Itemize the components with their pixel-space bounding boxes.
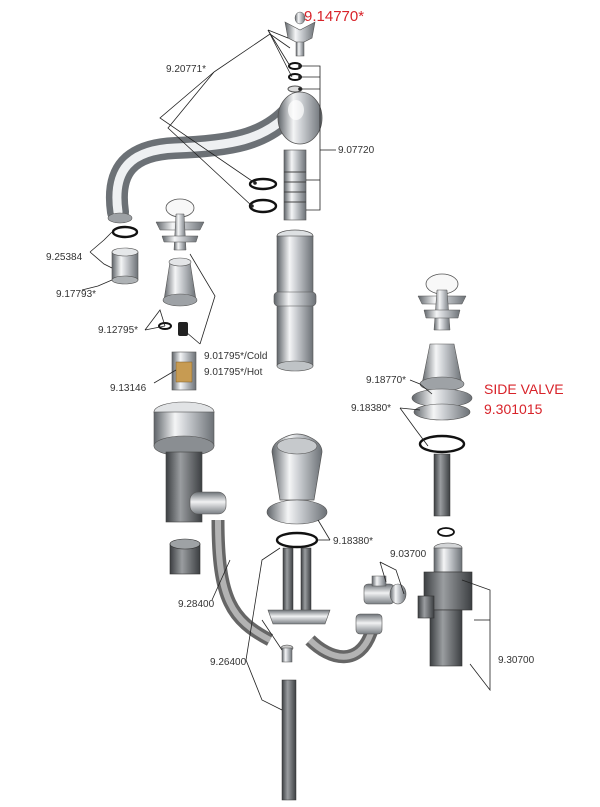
callout-9-18380-side: 9.18380* — [351, 403, 392, 414]
callout-9-18770: 9.18770* — [366, 375, 407, 386]
right-cross-handle — [417, 273, 467, 331]
callout-9-07720: 9.07720 — [338, 145, 375, 156]
spout — [105, 91, 323, 224]
callout-9-14770: 9.14770* — [304, 8, 365, 25]
right-o-ring — [418, 434, 466, 454]
aerator — [111, 247, 139, 285]
callout-9-25384: 9.25384 — [46, 252, 83, 263]
right-stem — [433, 453, 455, 537]
callout-9-13146: 9.13146 — [110, 383, 147, 394]
callout-9-01795-cold: 9.01795*/Cold — [204, 351, 268, 362]
center-o-ring — [275, 531, 319, 549]
leader-lines — [81, 29, 491, 711]
callout-9-28400: 9.28400 — [178, 599, 215, 610]
callout-9-18380-center: 9.18380* — [333, 536, 374, 547]
side-valve-title: SIDE VALVE — [484, 381, 564, 397]
hose-right — [305, 613, 383, 664]
aerator-o-ring — [111, 225, 139, 239]
callout-9-01795-hot: 9.01795*/Hot — [204, 367, 263, 378]
callout-9-30700: 9.30700 — [498, 655, 535, 666]
callout-9-12795: 9.12795* — [98, 325, 139, 336]
left-handle-shroud — [162, 257, 198, 307]
center-mounting-bracket — [267, 547, 331, 625]
left-nut — [169, 538, 201, 575]
center-threaded-rod — [280, 644, 297, 801]
spout-o-rings — [248, 177, 278, 214]
spout-threaded-insert — [283, 149, 307, 221]
side-valve-part-number: 9.301015 — [484, 401, 543, 417]
callout-9-26400: 9.26400 — [210, 657, 247, 668]
right-valve-body — [417, 542, 473, 667]
callout-9-03700: 9.03700 — [390, 549, 427, 560]
left-handle-o-ring — [158, 322, 188, 336]
top-finial-handle — [284, 11, 316, 57]
small-o-rings — [287, 62, 303, 93]
spout-sleeve — [273, 229, 317, 372]
left-valve-body — [153, 401, 227, 523]
hose-left — [211, 519, 274, 646]
callout-9-20771: 9.20771* — [166, 64, 207, 75]
callout-9-17793: 9.17793* — [56, 289, 97, 300]
center-dome — [266, 433, 328, 525]
left-cross-handle — [155, 198, 205, 251]
right-handle-shroud — [411, 343, 473, 421]
left-cartridge — [171, 351, 197, 391]
